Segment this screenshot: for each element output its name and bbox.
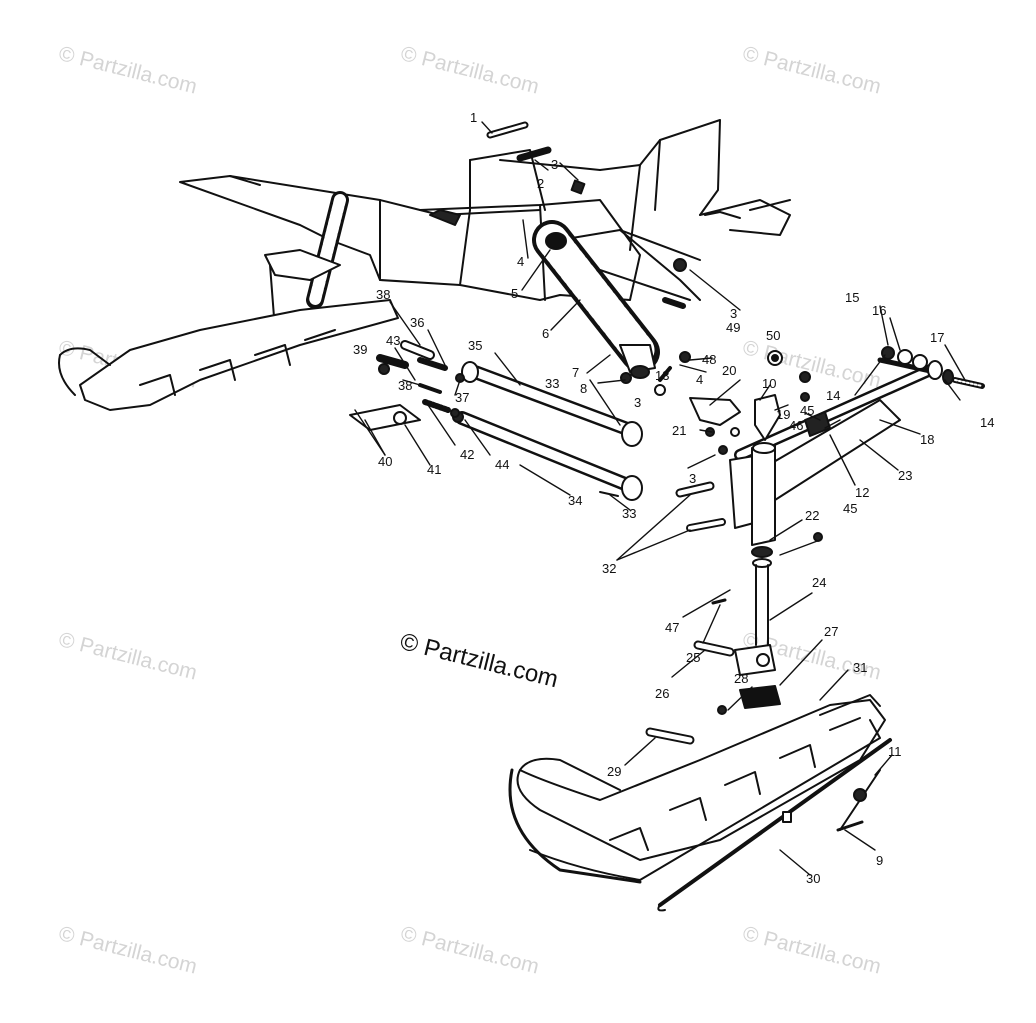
callout-3: 3 bbox=[689, 471, 696, 486]
callout-12: 12 bbox=[855, 485, 869, 500]
ski bbox=[508, 694, 892, 912]
callout-22: 22 bbox=[805, 508, 819, 523]
callout-4: 4 bbox=[696, 372, 703, 387]
callout-21: 21 bbox=[672, 423, 686, 438]
callout-33: 33 bbox=[545, 376, 559, 391]
bushing-assembly bbox=[349, 340, 465, 431]
callout-7: 7 bbox=[572, 365, 579, 380]
callout-48: 48 bbox=[702, 352, 716, 367]
steering-arm bbox=[689, 394, 831, 441]
pivot-bolts bbox=[645, 481, 726, 745]
callout-45: 45 bbox=[800, 403, 814, 418]
callout-13: 13 bbox=[655, 368, 669, 383]
chassis-frame bbox=[179, 119, 791, 301]
callout-14: 14 bbox=[826, 388, 840, 403]
callout-39: 39 bbox=[353, 342, 367, 357]
callout-26: 26 bbox=[655, 686, 669, 701]
callout-41: 41 bbox=[427, 462, 441, 477]
spindle bbox=[693, 442, 823, 715]
callout-43: 43 bbox=[386, 333, 400, 348]
callout-38: 38 bbox=[398, 378, 412, 393]
callout-35: 35 bbox=[468, 338, 482, 353]
callout-27: 27 bbox=[824, 624, 838, 639]
callout-11: 11 bbox=[888, 744, 902, 759]
callout-labels: 1 2 3 4 5 6 3 49 50 15 16 17 14 14 38 36… bbox=[353, 110, 994, 886]
callout-18: 18 bbox=[920, 432, 934, 447]
callout-10: 10 bbox=[762, 376, 776, 391]
callout-19: 19 bbox=[776, 407, 790, 422]
callout-33: 33 bbox=[622, 506, 636, 521]
callout-29: 29 bbox=[607, 764, 621, 779]
callout-3: 3 bbox=[634, 395, 641, 410]
callout-8: 8 bbox=[580, 381, 587, 396]
callout-45: 45 bbox=[843, 501, 857, 516]
callout-49: 49 bbox=[726, 320, 740, 335]
callout-5: 5 bbox=[511, 286, 518, 301]
callout-30: 30 bbox=[806, 871, 820, 886]
callout-17: 17 bbox=[930, 330, 944, 345]
callout-50: 50 bbox=[766, 328, 780, 343]
callout-3: 3 bbox=[551, 157, 558, 172]
callout-23: 23 bbox=[898, 468, 912, 483]
callout-15: 15 bbox=[845, 290, 859, 305]
callout-6: 6 bbox=[542, 326, 549, 341]
callout-3: 3 bbox=[730, 306, 737, 321]
left-ski bbox=[58, 299, 399, 411]
hardware bbox=[486, 121, 811, 455]
leader-lines bbox=[354, 121, 966, 876]
callout-28: 28 bbox=[734, 671, 748, 686]
callout-38: 38 bbox=[376, 287, 390, 302]
callout-20: 20 bbox=[722, 363, 736, 378]
left-shock-absorber bbox=[264, 191, 349, 341]
callout-42: 42 bbox=[460, 447, 474, 462]
callout-31: 31 bbox=[853, 660, 867, 675]
callout-4: 4 bbox=[517, 254, 524, 269]
callout-37: 37 bbox=[455, 390, 469, 405]
callout-40: 40 bbox=[378, 454, 392, 469]
callout-34: 34 bbox=[568, 493, 582, 508]
upper-radius-rod bbox=[461, 361, 643, 447]
callout-2: 2 bbox=[537, 176, 544, 191]
callout-24: 24 bbox=[812, 575, 826, 590]
callout-32: 32 bbox=[602, 561, 616, 576]
callout-1: 1 bbox=[470, 110, 477, 125]
callout-36: 36 bbox=[410, 315, 424, 330]
shock-absorber bbox=[532, 220, 660, 379]
tie-rod bbox=[734, 346, 985, 501]
callout-44: 44 bbox=[495, 457, 509, 472]
callout-25: 25 bbox=[686, 650, 700, 665]
callout-9: 9 bbox=[876, 853, 883, 868]
callout-16: 16 bbox=[872, 303, 886, 318]
callout-14: 14 bbox=[980, 415, 994, 430]
callout-46: 46 bbox=[789, 418, 803, 433]
callout-47: 47 bbox=[665, 620, 679, 635]
